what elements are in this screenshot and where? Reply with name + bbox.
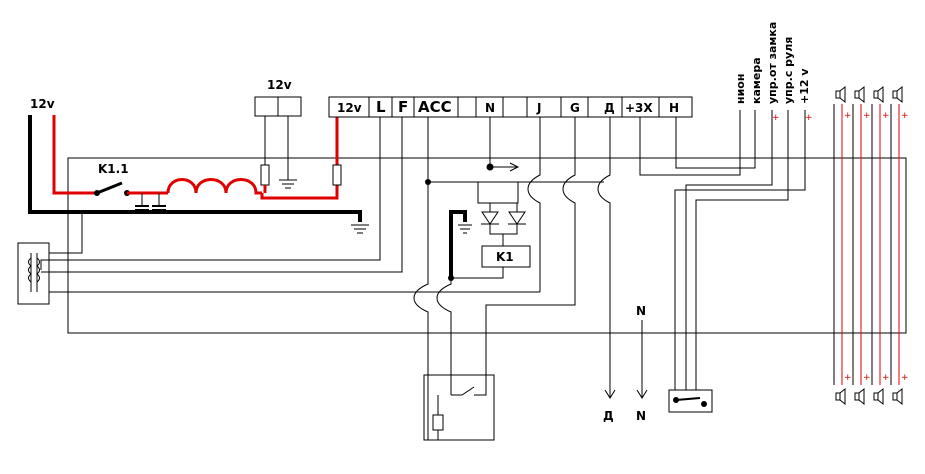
label-k1-1: K1.1: [98, 162, 129, 176]
output-switch-box: [668, 389, 713, 413]
wire-l: [40, 117, 381, 270]
speaker-icon: [892, 387, 903, 406]
svg-text:+: +: [863, 111, 871, 121]
switch-blade: [96, 181, 123, 195]
speaker-array: + + + + + + + +: [833, 85, 909, 406]
output-d-label: Д: [603, 409, 614, 423]
svg-text:+: +: [901, 111, 909, 121]
terminal-n: N: [485, 101, 495, 115]
fuse-1: [260, 164, 270, 186]
speaker-icon: [854, 387, 865, 406]
svg-text:+: +: [882, 111, 890, 121]
label-nion: нион: [734, 74, 747, 104]
output-relay-coil: [432, 414, 444, 431]
terminal-block: 12v L F ACC N J G Д +3X H: [328, 96, 693, 118]
speaker-icon: [835, 387, 846, 406]
label-camera: камера: [750, 57, 763, 104]
relay-k1-coil: [481, 245, 531, 268]
label-k1: K1: [496, 250, 514, 264]
svg-text:+: +: [844, 373, 852, 383]
label-plus-12v: +12 v: [798, 68, 811, 104]
relay-ground-wire: [449, 210, 467, 278]
ground-rail: [28, 115, 362, 222]
positive-feed: [52, 115, 96, 195]
svg-text:+: +: [901, 373, 909, 383]
terminal-h: H: [669, 101, 679, 115]
output-n-label: N: [636, 409, 646, 423]
label-wheel-control: упр.с руля: [782, 37, 795, 104]
terminal-acc: ACC: [418, 98, 452, 116]
output-relay-box: [423, 374, 495, 441]
fuse-2: [332, 164, 342, 186]
diode-1: [481, 211, 499, 225]
speaker-icon: [873, 85, 884, 104]
terminal-12v: 12v: [337, 101, 362, 115]
svg-text:+: +: [844, 111, 852, 121]
speaker-icon: [854, 85, 865, 104]
svg-text:+: +: [863, 373, 871, 383]
terminal-j: J: [536, 101, 541, 115]
speaker-icon: [835, 85, 846, 104]
output-n-top-label: N: [636, 304, 646, 318]
wire-d: [597, 117, 611, 398]
terminal-3x: +3X: [625, 101, 653, 115]
terminal-g: G: [570, 101, 580, 115]
svg-text:+: +: [882, 373, 890, 383]
terminal-f: F: [398, 98, 408, 116]
main-board-outline: [67, 157, 907, 334]
svg-text:+: +: [772, 113, 780, 123]
svg-text:+: +: [805, 113, 813, 123]
inductor-coil: [166, 178, 262, 195]
diode-2: [508, 211, 526, 225]
speaker-icon: [892, 85, 903, 104]
label-12v-left: 12v: [30, 97, 55, 111]
transformer-icon: [28, 257, 32, 283]
output-relay-contact: [451, 375, 487, 396]
label-lock-control: упр.от замка: [766, 22, 779, 104]
transformer-box: [17, 242, 50, 305]
label-12v-fuse: 12v: [267, 78, 292, 92]
terminal-l: L: [376, 98, 386, 116]
terminal-d: Д: [604, 101, 615, 115]
wire-f: [41, 117, 403, 273]
speaker-icon: [873, 387, 884, 406]
